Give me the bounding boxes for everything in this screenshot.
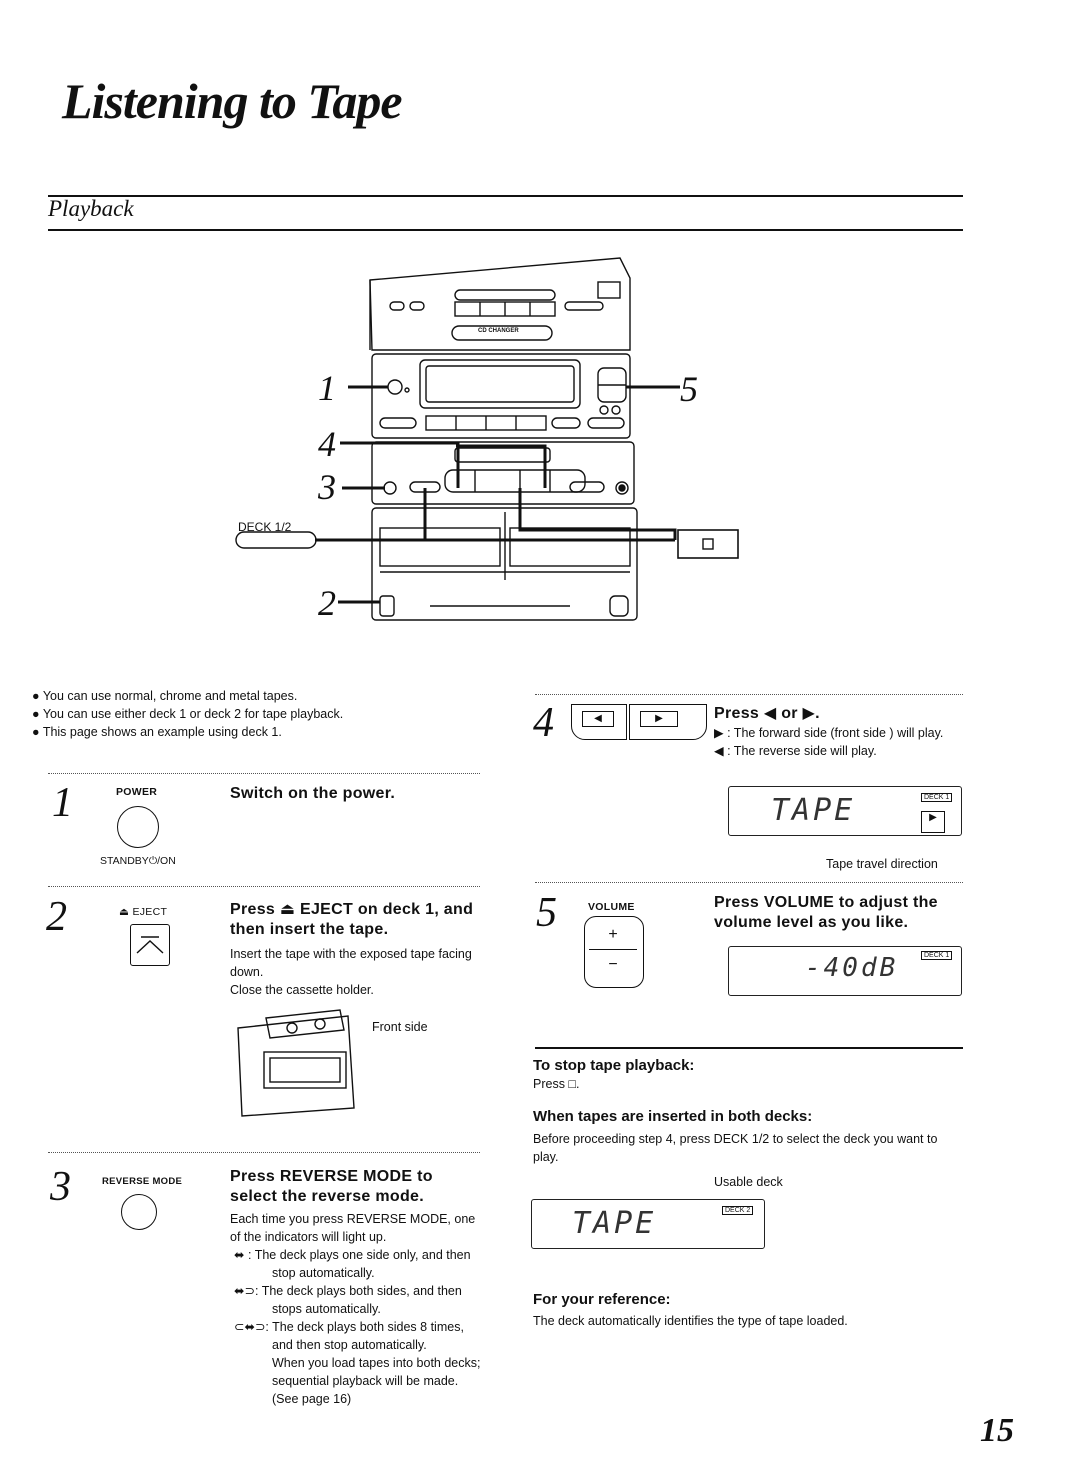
callout-2: 2 — [318, 583, 336, 623]
volume-display: -40dB DECK 1 — [728, 946, 962, 996]
step2-heading: Press ⏏ EJECT on deck 1, and then insert… — [230, 901, 474, 938]
volume-control: + − — [584, 916, 644, 988]
step1-heading: Switch on the power. — [230, 785, 396, 802]
separator — [535, 694, 963, 695]
forward-arrow-icon: ▶ — [640, 711, 678, 727]
bullet-item: ● This page shows an example using deck … — [32, 725, 282, 739]
stereo-illustration — [235, 257, 739, 621]
bullet-item: ● You can use normal, chrome and metal t… — [32, 689, 298, 703]
step2-body-text: Insert the tape with the exposed tape fa… — [230, 947, 472, 979]
deck-badge: DECK 1 — [921, 951, 953, 960]
page-number: 15 — [980, 1412, 1014, 1449]
step-number: 1 — [52, 780, 73, 826]
separator — [48, 1152, 480, 1153]
right-rule — [535, 1047, 963, 1049]
reverse-mode-item: ⬌ : The deck plays one side only, and th… — [234, 1248, 471, 1280]
page-title: Listening to Tape — [62, 73, 403, 129]
section-top-rule — [48, 195, 963, 197]
forward-note: ▶ : The forward side (front side ) will … — [714, 726, 944, 740]
reverse-mode-item: ⊂⬌⊃: The deck plays both sides 8 times, … — [234, 1320, 464, 1352]
step-number: 5 — [536, 890, 557, 936]
callout-3: 3 — [318, 467, 336, 507]
reverse-mode-button[interactable] — [121, 1194, 157, 1230]
display-text: TAPE — [572, 1206, 657, 1241]
reverse-mode-item: ⬌⊃: The deck plays both sides, and then … — [234, 1284, 462, 1316]
volume-label: VOLUME — [588, 901, 635, 913]
separator — [535, 882, 963, 883]
both-decks-body: Before proceeding step 4, press DECK 1/2… — [533, 1132, 938, 1164]
cd-changer-label: CD CHANGER — [478, 328, 519, 334]
deck-badge: DECK 2 — [722, 1206, 754, 1215]
reverse-play-button[interactable]: ◀ — [571, 704, 627, 740]
reverse-mode-list: ⬌ : The deck plays one side only, and th… — [234, 1246, 482, 1408]
both-decks-heading: When tapes are inserted in both decks: — [533, 1108, 813, 1125]
step3-heading: Press REVERSE MODE to select the reverse… — [230, 1168, 433, 1205]
callout-1: 1 — [318, 368, 336, 408]
direction-indicator: ▶ — [921, 811, 945, 833]
callout-5: 5 — [680, 369, 698, 409]
reverse-mode-label: REVERSE MODE — [102, 1176, 183, 1187]
step-number: 4 — [533, 700, 554, 746]
stop-heading: To stop tape playback: — [533, 1057, 695, 1074]
step4-body: ▶ : The forward side (front side ) will … — [714, 724, 964, 760]
eject-icon — [136, 936, 164, 954]
callout-4: 4 — [318, 424, 336, 464]
reverse-arrow-icon: ◀ — [582, 711, 614, 727]
stop-body: Press □. — [533, 1077, 580, 1091]
power-button[interactable] — [117, 806, 159, 848]
usable-deck-caption: Usable deck — [714, 1175, 783, 1189]
front-side-label: Front side — [372, 1020, 428, 1034]
tape-display: TAPE DECK 1 ▶ — [728, 786, 962, 836]
separator — [48, 886, 480, 887]
step-number: 3 — [50, 1164, 71, 1210]
both-decks-display: TAPE DECK 2 — [531, 1199, 765, 1249]
section-bottom-rule — [48, 229, 963, 231]
deck-selector-label: DECK 1/2 — [238, 520, 292, 534]
step5-heading: Press VOLUME to adjust the volume level … — [714, 894, 938, 931]
reverse-note: ◀ : The reverse side will play. — [714, 744, 877, 758]
bullet-item: ● You can use either deck 1 or deck 2 fo… — [32, 707, 344, 721]
display-text: TAPE — [771, 793, 856, 828]
reference-heading: For your reference: — [533, 1291, 671, 1308]
volume-up-button[interactable]: + — [589, 921, 637, 950]
step2-body-text: Close the cassette holder. — [230, 983, 374, 997]
step2-body: Insert the tape with the exposed tape fa… — [230, 945, 482, 999]
display-text: -40dB — [805, 953, 899, 983]
deck-badge: DECK 1 — [921, 793, 953, 802]
tape-direction-caption: Tape travel direction — [826, 857, 938, 871]
section-title: Playback — [48, 196, 134, 221]
eject-button[interactable] — [130, 924, 170, 966]
separator — [48, 773, 480, 774]
intro-bullets: ● You can use normal, chrome and metal t… — [32, 687, 492, 741]
reference-body: The deck automatically identifies the ty… — [533, 1314, 848, 1328]
forward-play-button[interactable]: ▶ — [629, 704, 707, 740]
power-label: POWER — [116, 786, 158, 798]
step3-note: When you load tapes into both decks; seq… — [272, 1356, 481, 1406]
step-number: 2 — [46, 894, 67, 940]
eject-label: ⏏ EJECT — [119, 906, 168, 918]
step3-body: Each time you press REVERSE MODE, one of… — [230, 1212, 476, 1244]
volume-down-button[interactable]: − — [608, 956, 618, 973]
cassette-insert-illustration — [237, 1009, 355, 1117]
step4-heading: Press ◀ or ▶. — [714, 705, 820, 722]
standby-label: STANDBY⏻/ON — [100, 855, 176, 867]
